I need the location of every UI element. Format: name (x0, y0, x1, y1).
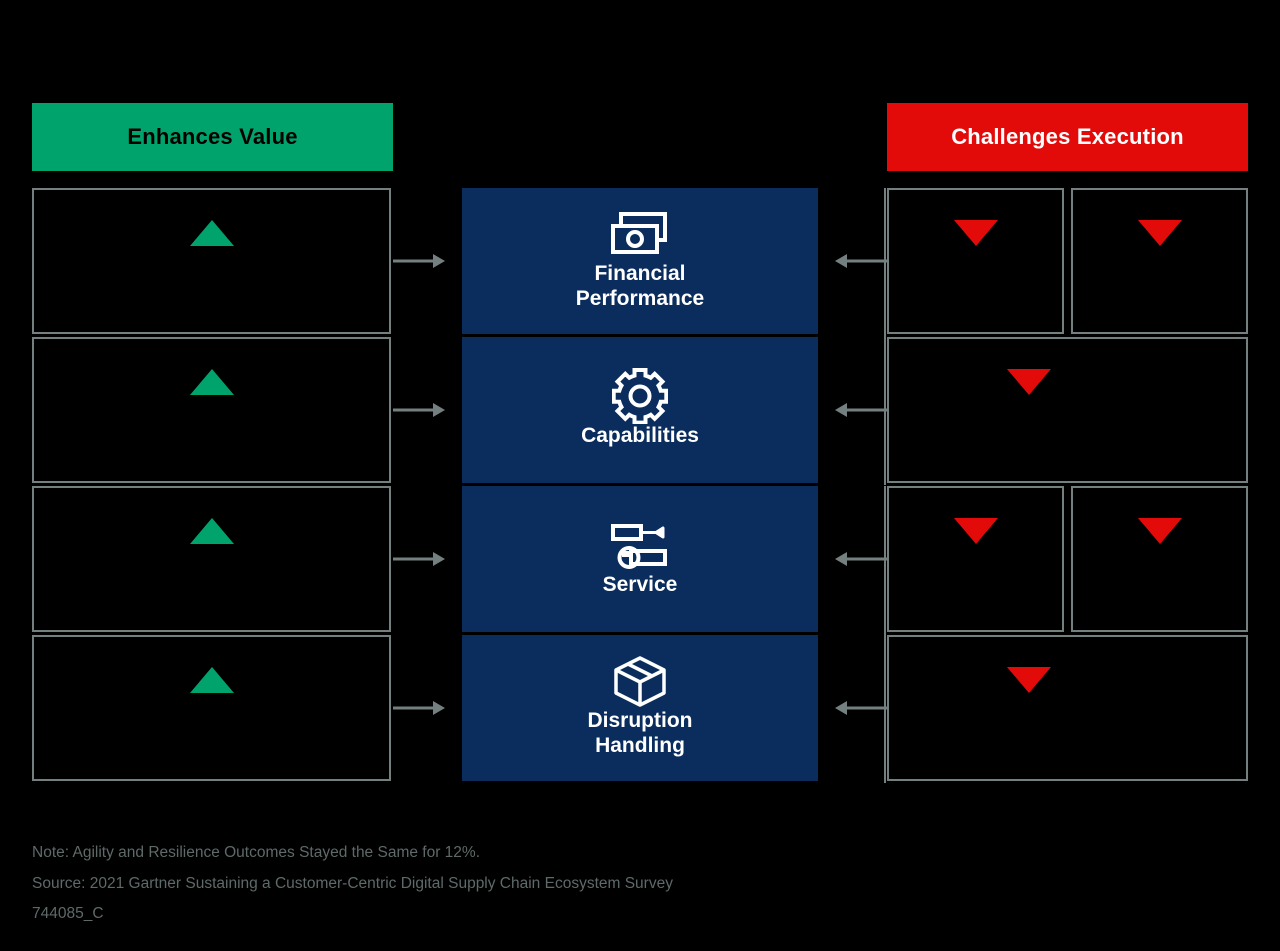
green-up-triangle-icon (189, 667, 234, 693)
red-down-triangle-icon (953, 518, 998, 544)
arrow-left-icon (835, 254, 887, 268)
enhances-value-cell[interactable] (32, 337, 391, 483)
tools-icon (609, 521, 671, 569)
red-down-triangle-icon (1007, 369, 1051, 395)
arrow-right-icon (393, 254, 445, 268)
challenges-execution-cell[interactable] (887, 486, 1064, 632)
challenges-execution-cell[interactable] (887, 635, 1248, 781)
red-down-triangle-icon (953, 220, 998, 246)
category-card-disruption-handling[interactable]: Disruption Handling (462, 635, 818, 781)
category-card-capabilities[interactable]: Capabilities (462, 337, 818, 483)
green-up-triangle-icon (189, 220, 234, 246)
green-up-triangle-icon (189, 518, 234, 544)
challenges-execution-cell[interactable] (1071, 188, 1248, 334)
package-box-icon (612, 656, 668, 708)
enhances-value-cell[interactable] (32, 486, 391, 632)
footer: Note: Agility and Resilience Outcomes St… (32, 838, 1132, 930)
footer-source: Source: 2021 Gartner Sustaining a Custom… (32, 874, 673, 892)
arrow-right-icon (393, 403, 445, 417)
column-header-challenges-execution: Challenges Execution (887, 103, 1248, 171)
arrow-left-icon (835, 403, 887, 417)
arrow-left-icon (835, 552, 887, 566)
enhances-value-cell[interactable] (32, 635, 391, 781)
right-connector-spine (884, 188, 886, 485)
arrow-left-icon (835, 701, 887, 715)
banknotes-icon (609, 210, 671, 258)
right-connector-spine (884, 486, 886, 783)
challenges-execution-cell[interactable] (887, 188, 1064, 334)
column-header-enhances-value-label: Enhances Value (127, 124, 298, 149)
enhances-value-cell[interactable] (32, 188, 391, 334)
gear-icon (612, 367, 668, 424)
footer-id: 744085_C (32, 905, 104, 923)
arrow-right-icon (393, 701, 445, 715)
diagram-row: Service (0, 486, 1280, 634)
diagram-row: Disruption Handling (0, 635, 1280, 783)
green-up-triangle-icon (189, 369, 234, 395)
category-label: Service (602, 572, 678, 596)
diagram-row: Financial Performance (0, 188, 1280, 336)
category-label: Financial Performance (575, 262, 705, 310)
red-down-triangle-icon (1007, 667, 1051, 693)
column-header-challenges-execution-label: Challenges Execution (951, 124, 1184, 149)
red-down-triangle-icon (1137, 220, 1182, 246)
category-card-service[interactable]: Service (462, 486, 818, 632)
challenges-execution-cell[interactable] (1071, 486, 1248, 632)
category-label: Capabilities (581, 423, 699, 447)
category-label: Disruption Handling (587, 709, 693, 757)
arrow-right-icon (393, 552, 445, 566)
diagram-row: Capabilities (0, 337, 1280, 485)
footer-note: Note: Agility and Resilience Outcomes St… (32, 844, 481, 861)
column-header-enhances-value: Enhances Value (32, 103, 393, 171)
category-card-financial-performance[interactable]: Financial Performance (462, 188, 818, 334)
challenges-execution-cell[interactable] (887, 337, 1248, 483)
red-down-triangle-icon (1137, 518, 1182, 544)
